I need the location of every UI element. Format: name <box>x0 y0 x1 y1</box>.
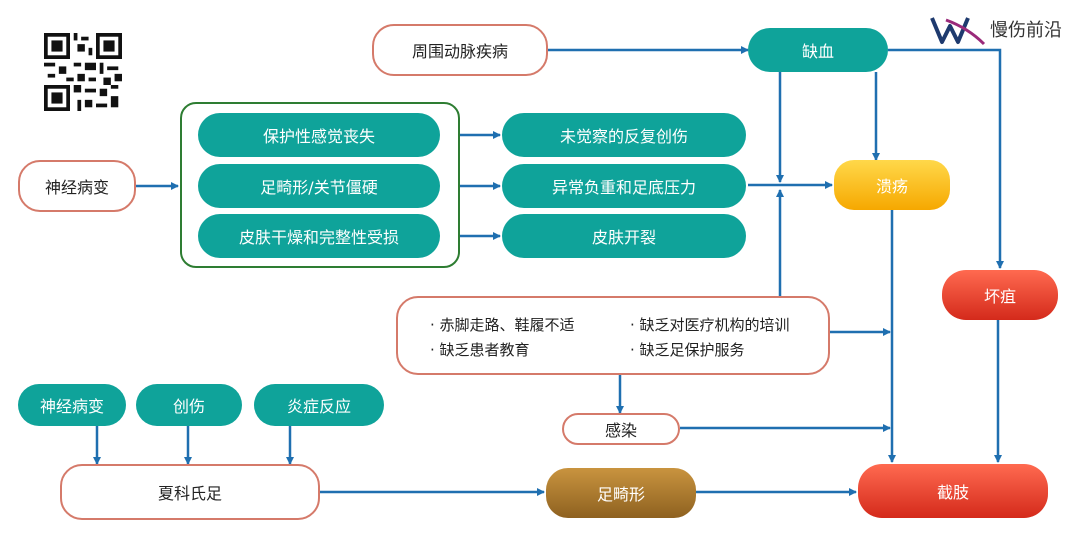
node-peripheral-artery-disease: 周围动脉疾病 <box>372 24 548 76</box>
node-loss-of-protective-sensation: 保护性感觉丧失 <box>198 113 440 157</box>
node-unnoticed-repeated-trauma: 未觉察的反复创伤 <box>502 113 746 157</box>
node-foot-deformity-joint-stiffness: 足畸形/关节僵硬 <box>198 164 440 208</box>
node-foot-deformity: 足畸形 <box>546 468 696 518</box>
brand-name: 慢伤前沿 <box>990 20 1062 41</box>
brand-logo-icon <box>930 17 986 46</box>
risk-factors-box: · 赤脚走路、鞋履不适 · 缺乏对医疗机构的培训 · 缺乏患者教育 · 缺乏足保… <box>396 296 830 375</box>
node-dry-skin: 皮肤干燥和完整性受损 <box>198 214 440 258</box>
node-neuropathy: 神经病变 <box>18 160 136 212</box>
risk-no-patient-education: · 缺乏患者教育 <box>430 341 530 359</box>
node-skin-cracking: 皮肤开裂 <box>502 214 746 258</box>
node-ulcer: 溃疡 <box>834 160 950 210</box>
node-neuropathy-charcot: 神经病变 <box>18 384 126 426</box>
node-trauma: 创伤 <box>136 384 242 426</box>
risk-no-foot-protection: · 缺乏足保护服务 <box>630 341 745 359</box>
node-inflammation: 炎症反应 <box>254 384 384 426</box>
risk-barefoot: · 赤脚走路、鞋履不适 <box>430 316 575 334</box>
qr-code-icon <box>44 33 122 111</box>
risk-no-staff-training: · 缺乏对医疗机构的培训 <box>630 316 790 334</box>
node-abnormal-load-plantar-pressure: 异常负重和足底压力 <box>502 164 746 208</box>
node-amputation: 截肢 <box>858 464 1048 518</box>
node-ischemia: 缺血 <box>748 28 888 72</box>
node-infection: 感染 <box>562 413 680 445</box>
arrow-ischemia-to-gangrene <box>888 48 1004 269</box>
node-charcot-foot: 夏科氏足 <box>60 464 320 520</box>
node-gangrene: 坏疽 <box>942 270 1058 320</box>
